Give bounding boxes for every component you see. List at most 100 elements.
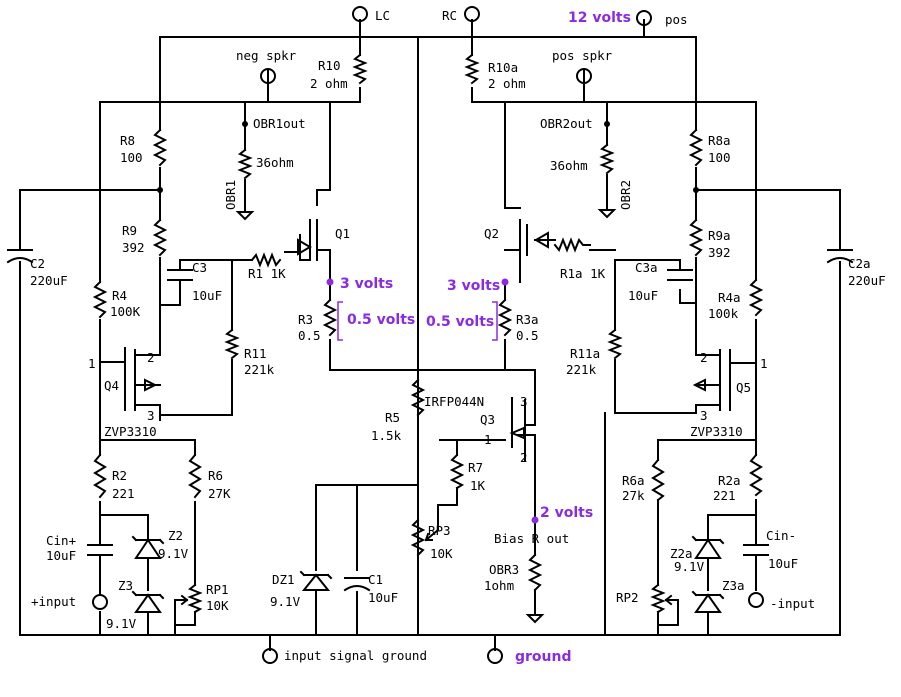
label-rp1: RP1 [206,582,229,597]
label-r11a-value: 221k [566,362,597,377]
label-r9a-value: 392 [708,245,731,260]
resistor-r3 [322,298,338,337]
label-ground: ground [515,649,572,665]
label-r6: R6 [208,468,223,483]
resistor-r2 [93,453,107,499]
label-q2: Q2 [484,226,499,241]
resistor-obr1 [237,148,253,180]
label-r1a: R1a 1K [560,266,606,281]
label-r11-value: 221k [244,362,275,377]
label-bias-r-out: Bias R out [494,531,569,546]
terminal-pos [636,10,652,26]
potentiometer-rp1 [187,583,203,614]
label-c2-value: 220uF [30,273,68,288]
label-plus-input: +input [31,594,76,609]
label-c2a: C2a [848,256,871,271]
label-obr1out: OBR1out [253,116,306,131]
label-q1: Q1 [335,226,350,241]
label-r7-value: 1K [470,478,486,493]
label-z2: Z2 [168,528,183,543]
label-z2a-value: 9.1V [674,559,705,574]
resistor-r9a [688,218,704,257]
ground-obr3 [525,614,545,624]
zener-dz1 [299,570,333,591]
terminal-lc [352,6,368,22]
resistor-r3a [497,298,513,337]
label-r4a-value: 100k [708,306,739,321]
label-z3-value: 9.1V [106,616,137,631]
label-r3-value: 0.5 [298,328,321,343]
capacitor-c1 [343,577,371,592]
label-r9-value: 392 [122,240,145,255]
label-rp3-value: 10K [430,546,453,561]
zener-z3a [691,590,725,613]
label-dz1: DZ1 [272,572,295,587]
label-z3a: Z3a [722,578,745,593]
label-r8a-value: 100 [708,150,731,165]
label-z3: Z3 [118,578,133,593]
transistor-q3-arrow [509,426,525,440]
label-obr3-value: 1ohm [484,578,514,593]
label-q4-pin1: 1 [88,356,96,371]
label-r5-value: 1.5k [371,428,402,443]
terminal-ground [487,648,503,664]
label-r11a: R11a [570,346,600,361]
label-neg-spkr: neg spkr [236,48,297,63]
label-r10a: R10a [488,60,518,75]
label-rc: RC [442,8,457,23]
resistor-r4 [92,280,108,319]
transistor-q4-arrow [144,378,158,392]
resistor-r7 [449,453,465,490]
label-3-volts-right: 3 volts [447,278,500,294]
capacitor-c2 [6,249,34,281]
resistor-r8a [688,128,704,167]
label-r3a-value: 0.5 [516,328,539,343]
label-c1: C1 [368,572,383,587]
label-r6a: R6a [622,473,645,488]
resistor-r9 [152,218,168,257]
terminals [92,6,764,664]
label-q5-pin2: 2 [700,350,708,365]
resistor-obr3 [527,553,543,592]
terminal-plus-input [92,594,108,610]
label-irfp044n: IRFP044N [424,394,484,409]
label-obr2: OBR2 [618,180,633,210]
zener-z2 [131,535,165,559]
label-r5: R5 [385,410,400,425]
label-rp2: RP2 [616,590,639,605]
label-obr1: OBR1 [223,180,238,210]
label-cin-plus-value: 10uF [46,548,76,563]
label-3-volts-left: 3 volts [340,276,393,292]
capacitors [6,249,854,592]
label-rp3: RP3 [428,523,451,538]
label-r6a-value: 27k [622,488,645,503]
label-cin-minus-value: 10uF [768,556,798,571]
grounds [235,209,617,624]
resistor-r5 [410,378,426,417]
ground-obr2 [597,209,617,219]
label-r10-value: 2 ohm [310,76,348,91]
label-q5-pin1: 1 [760,356,768,371]
label-q4-pin2: 2 [147,350,155,365]
resistor-r1 [250,252,282,268]
label-c2a-value: 220uF [848,273,886,288]
label-r2a: R2a [718,473,741,488]
potentiometer-rp3 [410,518,426,557]
label-q3-pin2: 2 [520,450,528,465]
label-z2a: Z2a [670,546,693,561]
resistors [92,53,764,614]
resistor-r10a [464,53,480,85]
label-q3-pin1: 1 [484,432,492,447]
capacitor-c2a [826,249,854,281]
label-r2: R2 [112,468,127,483]
label-zvp3310-right: ZVP3310 [690,424,743,439]
label-r10a-value: 2 ohm [488,76,526,91]
probe-point-3v-right [501,278,509,286]
resistor-r6a [651,458,665,502]
resistor-r11a [607,328,623,360]
transistors [144,219,706,440]
label-r11: R11 [244,346,267,361]
label-2-volts: 2 volts [540,505,593,521]
label-c3a-value: 10uF [628,288,658,303]
terminal-rc [464,6,480,22]
